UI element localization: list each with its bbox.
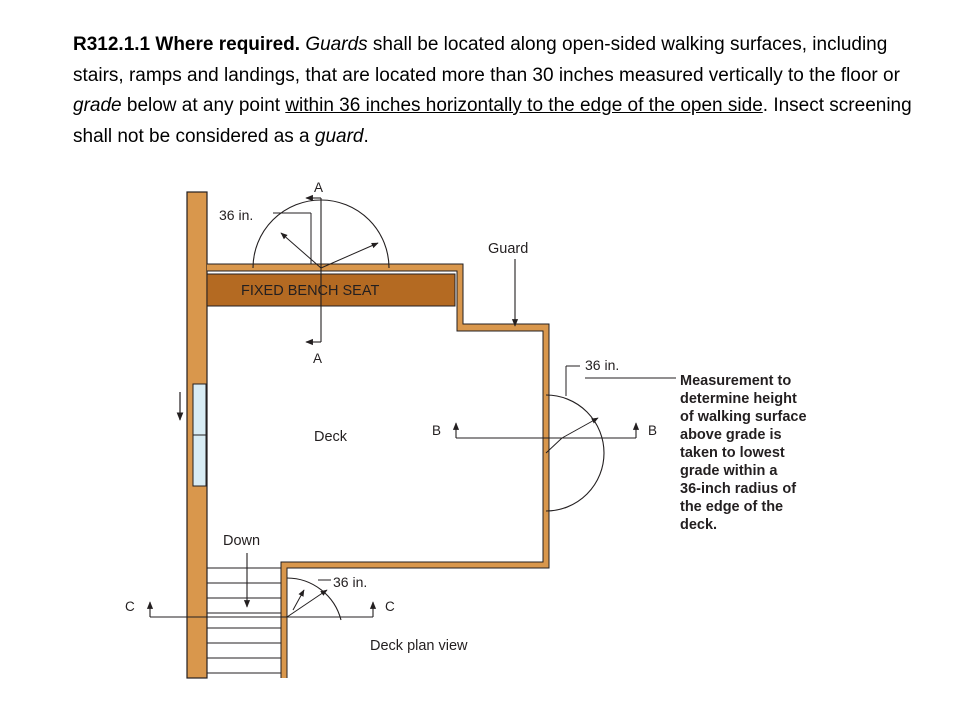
guard-rail-outer-edge <box>207 263 550 678</box>
note-line: above grade is <box>680 427 782 443</box>
note-line: Measurement to <box>680 373 791 389</box>
note-line: 36-inch radius of <box>680 481 796 497</box>
dim-36-bottom: 36 in. <box>333 574 367 590</box>
text-run: . <box>363 125 369 147</box>
text-run: . Insect screening shall not be consider… <box>73 95 912 147</box>
underlined-requirement: within 36 inches horizontally to the edg… <box>285 95 763 116</box>
guards-term: Guards <box>305 34 368 55</box>
bench-label: FIXED BENCH SEAT <box>241 283 379 299</box>
down-label: Down <box>223 533 260 549</box>
section-b-right-label: B <box>648 423 657 438</box>
arc-36-right <box>545 394 605 512</box>
guard-term: guard <box>314 125 364 147</box>
section-a-top-label: A <box>314 180 323 195</box>
radius-line-right-2 <box>561 417 599 439</box>
note-line: of walking surface <box>680 409 807 425</box>
deck-label: Deck <box>314 429 348 445</box>
note-line: grade within a <box>680 463 778 479</box>
radius-line-bottom <box>286 589 328 618</box>
note-line: the edge of the <box>680 499 783 515</box>
section-b-left-label: B <box>432 423 441 438</box>
plan-view-title: Deck plan view <box>370 638 468 654</box>
fixed-bench-seat <box>206 273 456 307</box>
section-heading: R312.1.1 Where required. <box>73 34 301 55</box>
note-line: deck. <box>680 517 717 533</box>
guard-label: Guard <box>488 241 528 257</box>
guard-rail-inner-edge <box>207 270 544 678</box>
measurement-note: Measurement to determine height of walki… <box>680 373 811 533</box>
radius-line-top-2 <box>320 242 379 269</box>
note-line: determine height <box>680 391 797 407</box>
stairs <box>207 567 281 674</box>
dim-36-right: 36 in. <box>585 357 619 373</box>
radius-line-bottom-2 <box>292 589 305 611</box>
dim-36-top: 36 in. <box>219 207 253 223</box>
note-line: taken to lowest <box>680 445 785 461</box>
section-c-left-label: C <box>125 599 135 614</box>
text-run: shall be located along open-sided walkin… <box>73 34 900 86</box>
radius-line-right-1 <box>545 437 563 454</box>
grade-term: grade <box>73 95 122 116</box>
section-a-bottom-label: A <box>313 351 322 366</box>
code-section-text: R312.1.1 Where required. Guards shall be… <box>73 30 933 152</box>
radius-line-top-1 <box>280 232 322 269</box>
guard-rail <box>207 263 550 678</box>
text-run: below at any point <box>121 95 286 116</box>
section-c-right-label: C <box>385 599 395 614</box>
